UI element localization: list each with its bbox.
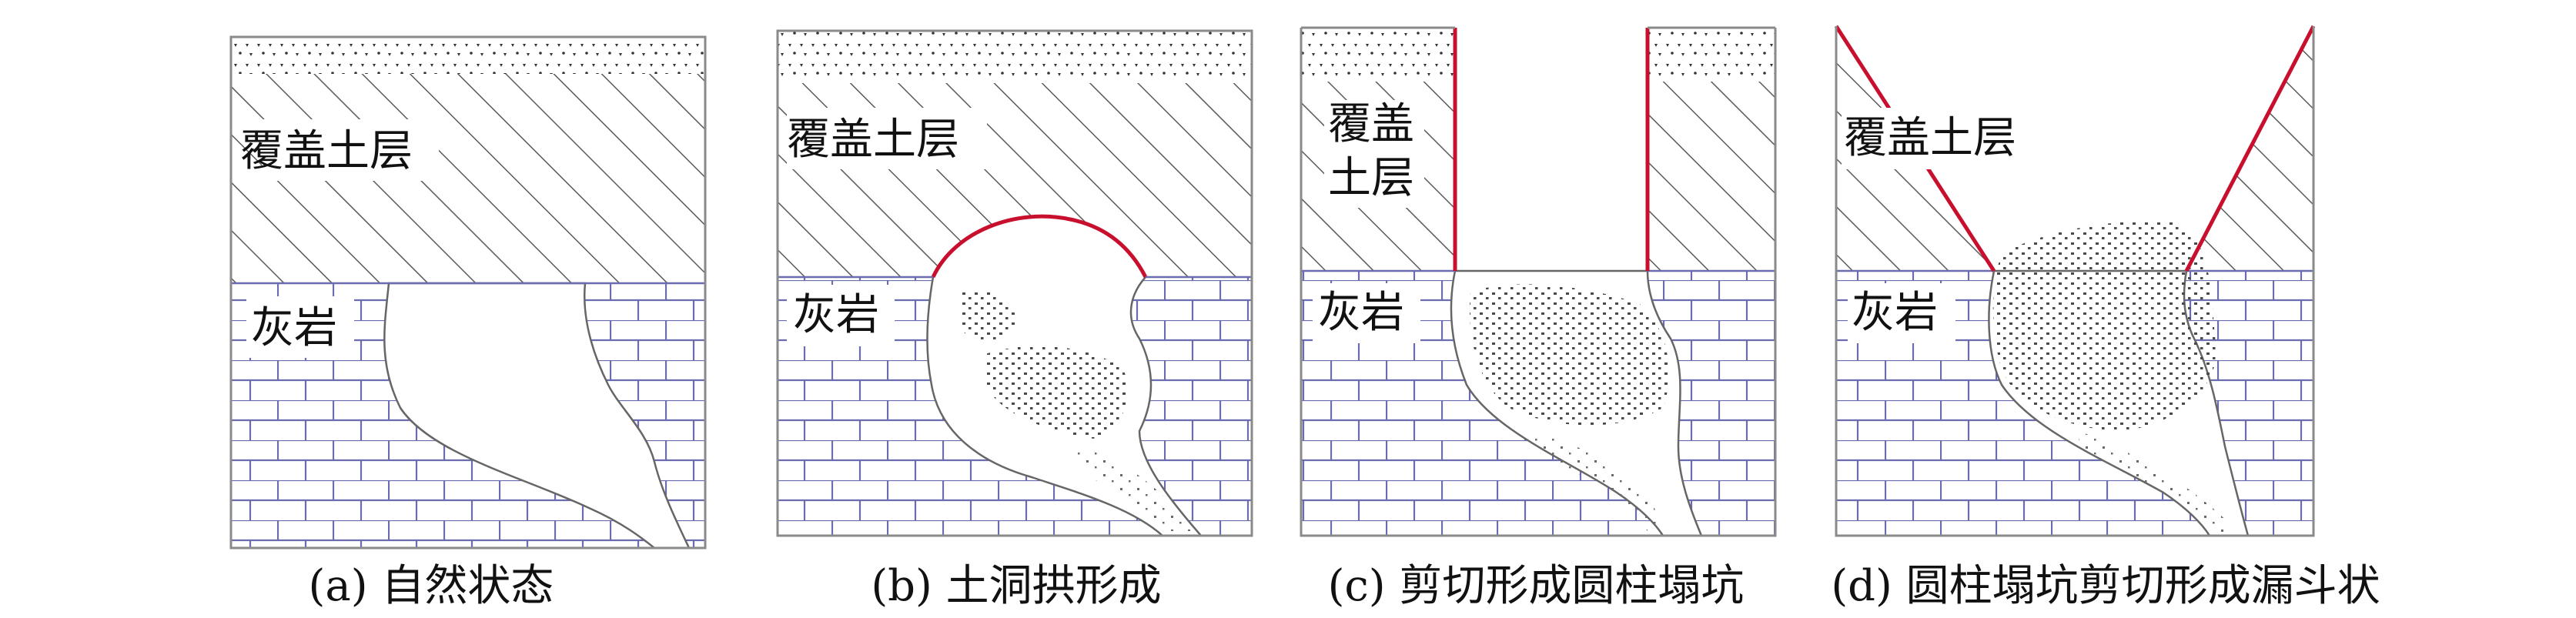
panel-b-soil-label-bg — [787, 108, 987, 169]
panel-c-debris-2 — [1532, 431, 1663, 531]
panel-b-rock-label: 灰岩 — [793, 290, 879, 340]
panel-d-debris-2 — [2079, 431, 2236, 533]
panel-a-soil-label: 覆盖土层 — [240, 126, 413, 176]
panel-a: 覆盖土层 灰岩 (a) 自然状态 — [229, 35, 707, 611]
panel-d-soil-label-bg — [1842, 108, 2042, 169]
panel-c: 覆盖 土层 灰岩 (c) 剪切形成圆柱塌坑 — [1300, 26, 1777, 611]
panel-d-right-shear-line — [2184, 25, 2316, 272]
panel-c-left-sand — [1301, 28, 1455, 82]
panel-c-rock-label: 灰岩 — [1318, 288, 1404, 338]
panel-b: 覆盖土层 灰岩 (b) 土洞拱形成 — [776, 29, 1253, 611]
panel-b-debris-2 — [985, 346, 1127, 439]
panel-c-caption: (c) 剪切形成圆柱塌坑 — [1328, 561, 1745, 611]
panel-d: 覆盖土层 灰岩 (d) 圆柱塌坑剪切形成漏斗状 — [1831, 25, 2380, 611]
panel-a-caption: (a) 自然状态 — [309, 561, 554, 611]
panel-b-debris-3 — [1078, 446, 1193, 531]
panel-a-frame — [229, 35, 707, 550]
panel-d-caption: (d) 圆柱塌坑剪切形成漏斗状 — [1831, 561, 2380, 611]
panel-c-soil-label-line1: 覆盖 — [1328, 99, 1414, 149]
panel-b-caption: (b) 土洞拱形成 — [871, 561, 1161, 611]
panel-c-rock-label-bg — [1313, 283, 1420, 343]
panel-b-sand-layer — [778, 31, 1252, 83]
panel-c-right-soil — [1648, 82, 1775, 271]
panel-a-sand-layer — [231, 37, 705, 74]
panel-c-frame — [1300, 28, 1777, 537]
panel-a-rock-label: 灰岩 — [251, 303, 337, 353]
panel-b-rock-label-bg — [787, 285, 895, 346]
panel-c-debris-1 — [1470, 284, 1669, 426]
panel-b-frame — [776, 29, 1253, 537]
panel-a-soil-label-bg — [262, 119, 439, 181]
panel-d-debris-1 — [1992, 221, 2217, 431]
panel-c-soil-label-line2: 土层 — [1328, 153, 1414, 203]
panel-d-soil-label: 覆盖土层 — [1844, 113, 2016, 163]
panel-d-frame — [1835, 26, 2315, 537]
panel-a-cavity — [383, 282, 691, 550]
panel-c-right-sand — [1648, 28, 1775, 82]
panel-b-debris-1 — [962, 289, 1016, 341]
panel-b-soil-label: 覆盖土层 — [787, 115, 959, 165]
panel-d-rock-label-bg — [1848, 283, 1955, 343]
panel-a-rock-label-bg — [246, 296, 354, 358]
panel-c-soil-label-bg — [1324, 100, 1424, 208]
panel-b-arch-line — [931, 214, 1148, 279]
panel-d-rock-label: 灰岩 — [1852, 288, 1938, 338]
